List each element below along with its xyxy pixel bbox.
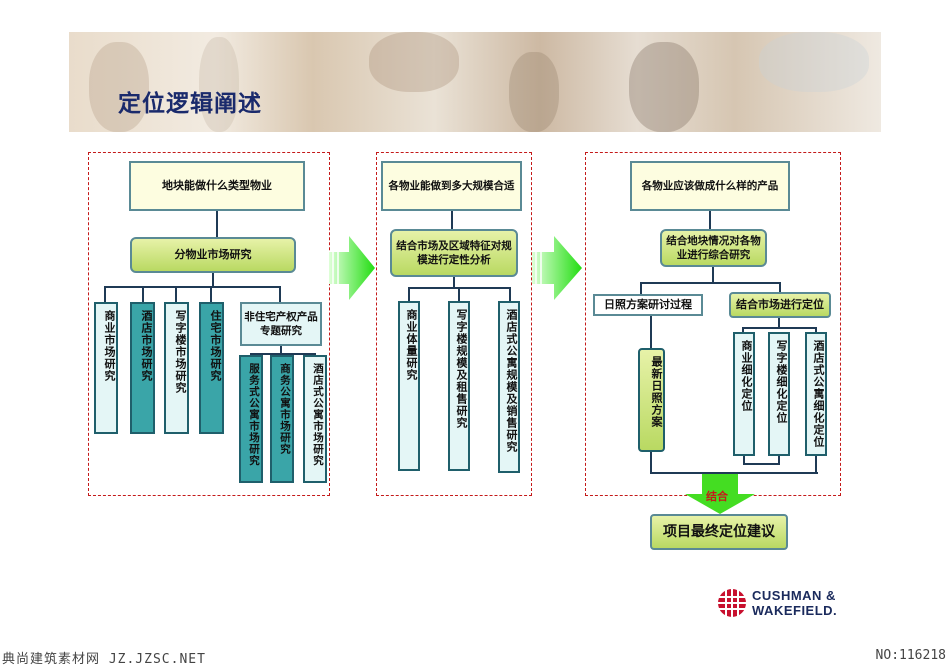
connector xyxy=(509,287,511,301)
sub-column-box: 商务公寓市场研究 xyxy=(270,355,294,483)
footer-number: NO:116218 xyxy=(875,648,946,663)
connector xyxy=(279,286,281,302)
sub-column-box: 酒店式公寓市场研究 xyxy=(303,355,327,483)
merge-label: 结合 xyxy=(706,490,728,503)
connector xyxy=(451,211,453,229)
connector xyxy=(104,286,280,288)
column-box: 住宅市场研究 xyxy=(199,302,224,434)
connector xyxy=(175,286,177,302)
sub-column-box: 服务式公寓市场研究 xyxy=(239,355,263,483)
column-box: 写字楼规模及租售研究 xyxy=(448,301,470,471)
column-box: 酒店市场研究 xyxy=(130,302,155,434)
panel-property-types xyxy=(88,152,330,496)
page-title: 定位逻辑阐述 xyxy=(118,91,262,117)
question-box-1: 地块能做什么类型物业 xyxy=(129,161,305,211)
connector xyxy=(650,316,652,348)
logo-line-2: WAKEFIELD. xyxy=(752,603,838,618)
connector xyxy=(453,277,455,287)
connector xyxy=(210,286,212,302)
connector xyxy=(815,327,817,332)
column-box: 写字楼市场研究 xyxy=(164,302,189,434)
column-box: 商业体量研究 xyxy=(398,301,420,471)
study-box-3: 结合地块情况对各物业进行综合研究 xyxy=(660,229,767,267)
non-residential-box: 非住宅产权产品专题研究 xyxy=(240,302,322,346)
connector xyxy=(142,286,144,302)
connector xyxy=(216,211,218,237)
branch-box-market: 结合市场进行定位 xyxy=(729,292,831,318)
merge-arrow-icon xyxy=(685,474,755,514)
connector xyxy=(104,286,106,302)
header-banner-photo xyxy=(69,32,881,132)
connector xyxy=(280,346,282,354)
connector xyxy=(709,211,711,229)
connector xyxy=(408,287,410,301)
study-box-2: 结合市场及区域特征对规模进行定性分析 xyxy=(390,229,518,277)
logo-line-1: CUSHMAN & xyxy=(752,588,836,603)
column-box: 酒店式公寓规模及销售研究 xyxy=(498,301,520,473)
study-box-1: 分物业市场研究 xyxy=(130,237,296,273)
connector xyxy=(743,463,780,465)
column-box: 写字楼细化定位 xyxy=(768,332,790,456)
connector xyxy=(778,456,780,464)
final-recommendation-box: 项目最终定位建议 xyxy=(650,514,788,550)
connector xyxy=(779,282,781,294)
connector xyxy=(640,282,780,284)
connector xyxy=(212,273,214,287)
connector xyxy=(650,472,818,474)
connector xyxy=(742,327,816,329)
connector xyxy=(742,327,744,332)
branch-box-sunlight: 日照方案研讨过程 xyxy=(593,294,703,316)
connector xyxy=(650,452,652,474)
connector xyxy=(712,267,714,283)
question-box-3: 各物业应该做成什么样的产品 xyxy=(630,161,790,211)
column-box: 酒店式公寓细化定位 xyxy=(805,332,827,456)
column-box: 最新日照方案 xyxy=(638,348,665,452)
panel-scale-analysis xyxy=(376,152,532,496)
connector xyxy=(458,287,460,301)
column-box: 商业细化定位 xyxy=(733,332,755,456)
cushman-wakefield-logo: CUSHMAN & WAKEFIELD. xyxy=(716,586,856,622)
logo-globe-icon xyxy=(718,589,746,617)
column-box: 商业市场研究 xyxy=(94,302,118,434)
connector xyxy=(640,282,642,294)
flow-arrow-icon xyxy=(329,236,375,300)
flow-arrow-icon xyxy=(532,236,582,300)
connector xyxy=(250,353,316,355)
question-box-2: 各物业能做到多大规模合适 xyxy=(381,161,522,211)
connector xyxy=(778,318,780,328)
connector xyxy=(743,456,745,464)
connector xyxy=(815,456,817,474)
footer-watermark: 典尚建筑素材网 JZ.JZSC.NET xyxy=(2,652,206,667)
